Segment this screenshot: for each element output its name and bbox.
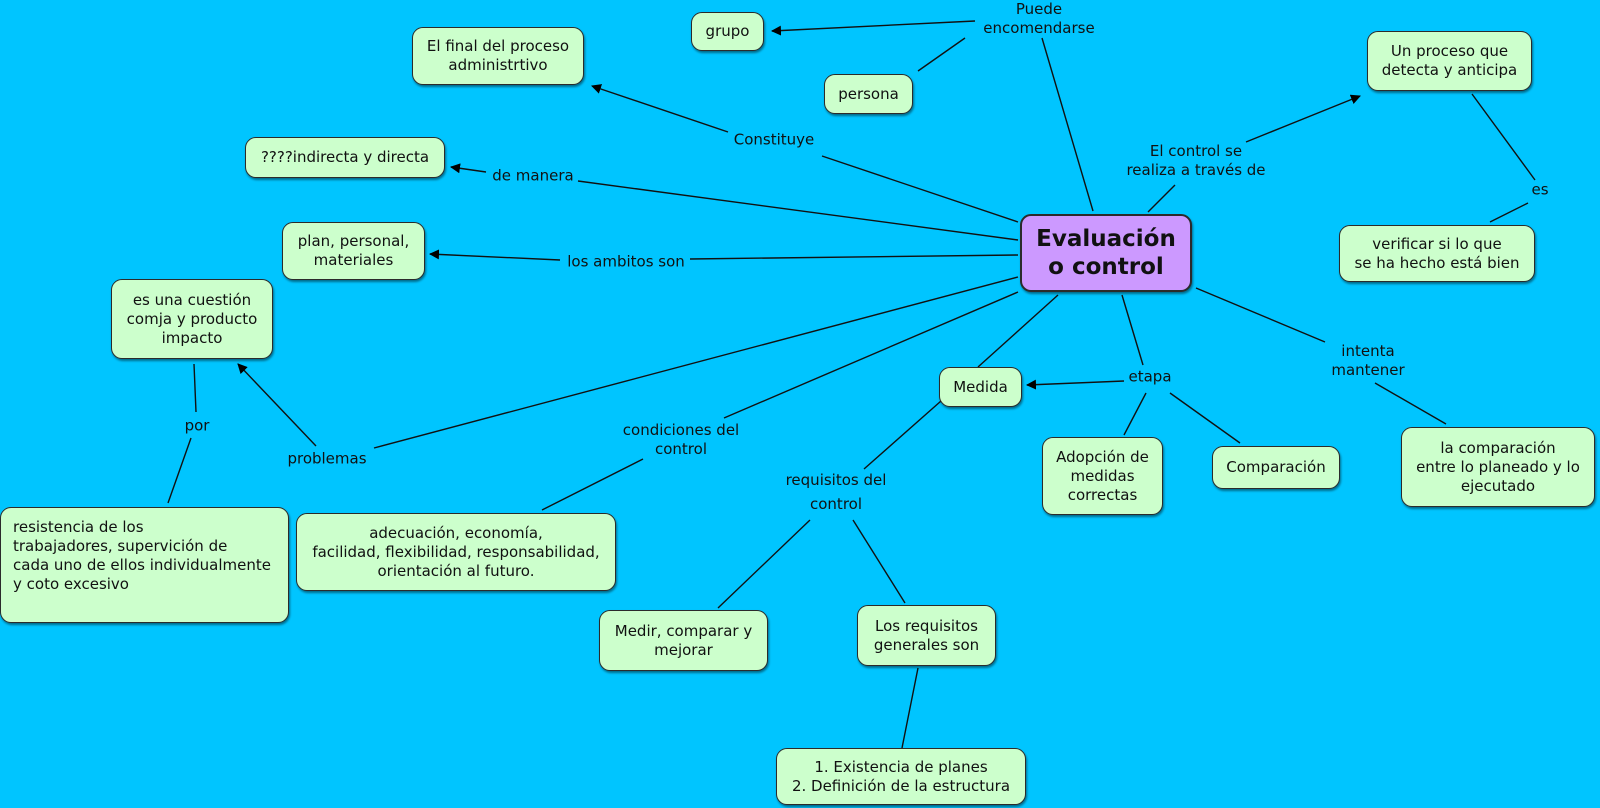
connector-line <box>577 180 1019 241</box>
link-label-intenta-mantener: intenta mantener <box>1331 342 1405 379</box>
connector-line <box>450 163 487 174</box>
concept-verificar[interactable]: verificar si lo que se ha hecho está bie… <box>1339 225 1535 282</box>
concept-persona[interactable]: persona <box>824 74 913 114</box>
connector-line <box>1121 294 1144 366</box>
connector-line <box>167 437 192 504</box>
connector-line <box>917 37 966 72</box>
connector-line <box>689 254 1019 260</box>
connector-line <box>723 291 1019 419</box>
connector-line <box>852 519 906 604</box>
link-label-puede-encomendarse: Puede encomendarse <box>983 0 1095 37</box>
connector-line <box>1374 382 1447 425</box>
connector-line <box>1169 392 1241 444</box>
central-concept[interactable]: Evaluación o control <box>1020 214 1192 292</box>
link-label-de-manera: de manera <box>492 166 574 185</box>
connector-line <box>373 276 1019 449</box>
connector-line <box>771 20 976 36</box>
connector-line <box>717 519 811 609</box>
concept-resistencia[interactable]: resistencia de los trabajadores, supervi… <box>0 507 289 623</box>
concept-proceso-detecta[interactable]: Un proceso que detecta y anticipa <box>1367 31 1532 91</box>
concept-final-proceso[interactable]: El final del proceso administrtivo <box>412 27 584 85</box>
connector-line <box>1489 202 1529 223</box>
concept-medir-comparar[interactable]: Medir, comparar y mejorar <box>599 610 768 671</box>
concept-comparacion-planeado[interactable]: la comparación entre lo planeado y lo ej… <box>1401 427 1595 507</box>
connector-line <box>1026 379 1125 390</box>
link-label-problemas: problemas <box>287 449 367 468</box>
link-label-requisitos: requisitos del control <box>785 471 887 513</box>
link-label-constituye: Constituye <box>733 130 815 149</box>
concept-adopcion-medidas[interactable]: Adopción de medidas correctas <box>1042 437 1163 515</box>
connector-line <box>237 363 317 447</box>
connector-line <box>1245 94 1361 143</box>
link-label-ambitos: los ambitos son <box>567 252 685 271</box>
link-label-por: por <box>184 416 210 435</box>
connector-line <box>591 84 729 133</box>
concept-grupo[interactable]: grupo <box>691 12 764 51</box>
connector-line <box>863 400 942 470</box>
connector-line <box>821 155 1019 223</box>
link-label-control-se-realiza: El control se realiza a través de <box>1126 142 1266 179</box>
connector-line <box>1147 184 1176 213</box>
link-label-etapa: etapa <box>1128 367 1172 386</box>
concept-medida[interactable]: Medida <box>939 367 1022 407</box>
connector-line <box>1041 37 1094 212</box>
concept-adecuacion[interactable]: adecuación, economía, facilidad, flexibi… <box>296 513 616 591</box>
connector-line <box>901 667 919 749</box>
connector-line <box>977 294 1059 368</box>
connector-line <box>1123 392 1147 436</box>
connector-line <box>429 249 561 261</box>
connector-line <box>541 458 644 511</box>
concept-requisitos-generales[interactable]: Los requisitos generales son <box>857 605 996 666</box>
concept-comparacion[interactable]: Comparación <box>1212 446 1340 489</box>
concept-plan-personal[interactable]: plan, personal, materiales <box>282 222 425 280</box>
concept-cuestion-compleja[interactable]: es una cuestión comja y producto impacto <box>111 279 273 359</box>
concept-existencia-planes[interactable]: 1. Existencia de planes 2. Definición de… <box>776 748 1026 805</box>
connector-line <box>193 363 197 413</box>
concept-indirecta-directa[interactable]: ????indirecta y directa <box>245 137 445 178</box>
link-label-es: es <box>1531 180 1549 199</box>
link-label-condiciones: condiciones del control <box>622 421 740 458</box>
connector-line <box>1471 93 1536 181</box>
connector-line <box>1195 287 1326 343</box>
